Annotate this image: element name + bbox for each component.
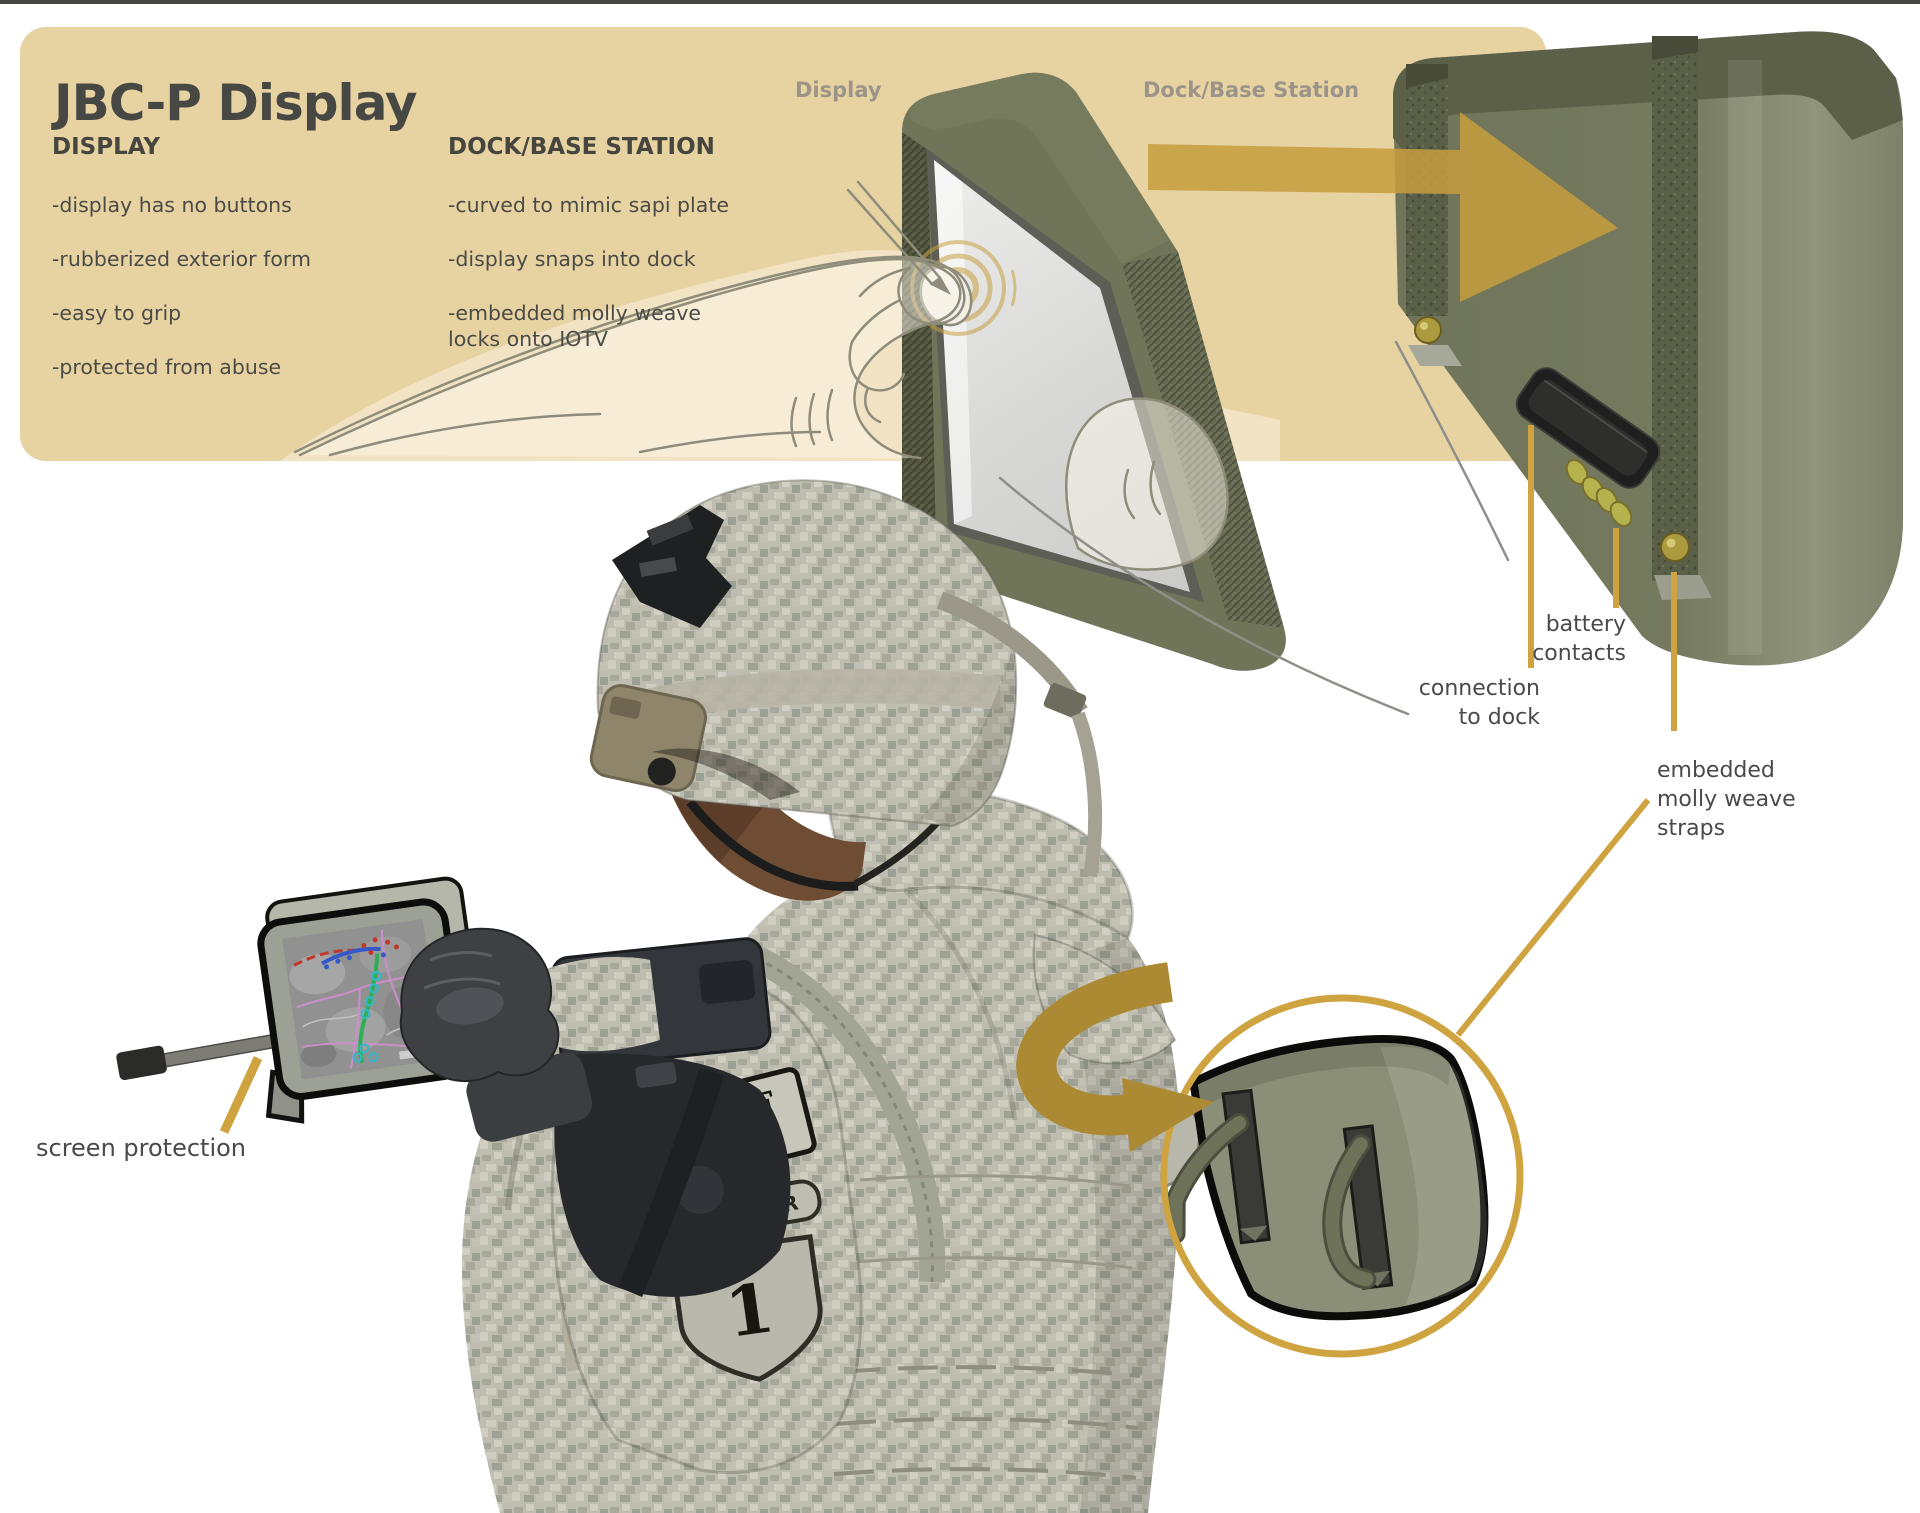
figure-label-dock: Dock/Base Station [1143,78,1360,102]
callout-screen-protection: screen protection [36,1134,247,1162]
list-item: -curved to mimic sapi plate [448,193,729,217]
flip-arrow [1016,962,1214,1152]
display-column-header: DISPLAY [52,134,160,160]
display-feature-list: DISPLAY -display has no buttons -rubberi… [52,134,392,408]
dock-column-header: DOCK/BASE STATION [448,134,715,160]
callout-connection-to-dock: connection to dock [1418,676,1540,730]
dock-back-view [1167,1035,1489,1321]
list-item: -display has no buttons [52,193,292,217]
soldier-figure: ISAF RANGER 1 [116,479,1181,1513]
soldier-glove [399,927,560,1083]
figure-label-display: Display [795,78,882,102]
hand-sketch [293,180,1229,571]
leader-lines-gold [219,425,1677,1134]
page-title: JBC-P Display [54,73,417,132]
helmet-light [589,684,707,793]
callout-battery-contacts: battery contacts [1532,612,1626,666]
callout-molle-straps: embedded molly weave straps [1657,758,1796,841]
leader-lines-gray [998,340,1510,716]
list-item: -rubberized exterior form [52,247,311,271]
list-item: -embedded molly weave locks onto IOTV [448,301,702,351]
dock-connector-slot [1515,367,1661,489]
helmet-nvg-mount [612,505,732,628]
dock-feature-list: DOCK/BASE STATION -curved to mimic sapi … [448,134,788,380]
list-item: -easy to grip [52,301,182,325]
list-item: -protected from abuse [52,355,282,379]
list-item: -display snaps into dock [448,247,696,271]
molle-callout-circle [1160,994,1524,1358]
dock-battery-contacts [1565,458,1633,528]
dock-direction-arrow [1148,112,1618,302]
top-border-strip [0,0,1920,4]
